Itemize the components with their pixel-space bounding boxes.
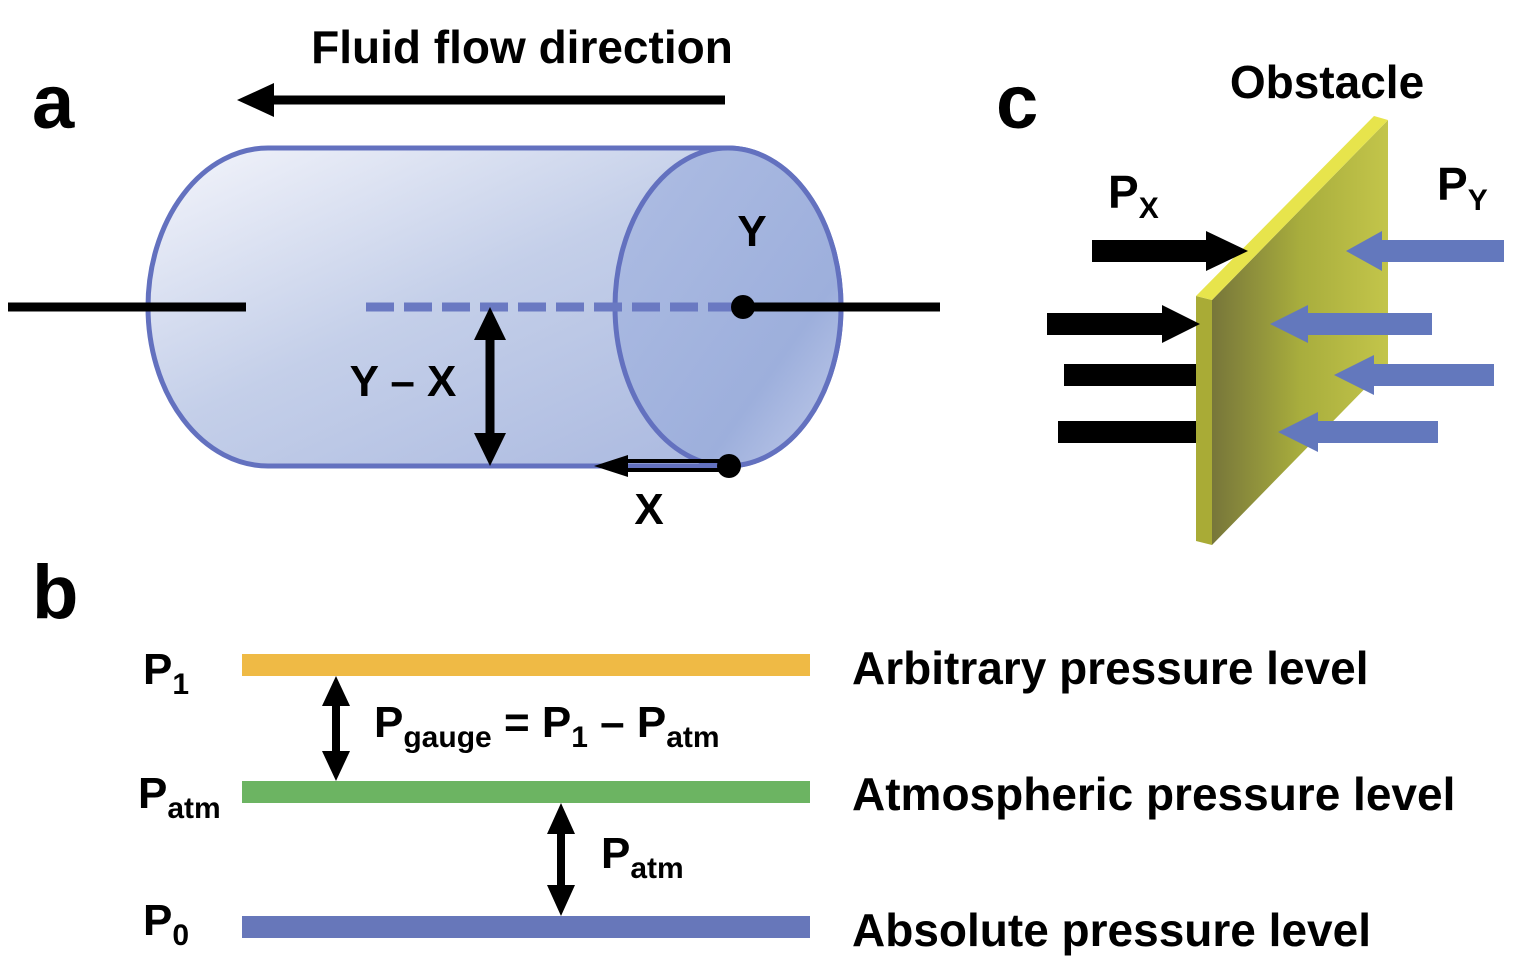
flow-direction-label: Fluid flow direction — [311, 21, 733, 73]
pressure-x-arrows — [1047, 231, 1248, 443]
panel-c: c Obstacle PX PY — [996, 56, 1504, 545]
patm-double-arrow — [547, 803, 575, 916]
point-y-dot — [731, 295, 755, 319]
p0-label: P0 — [143, 896, 189, 952]
panel-b: b P1 Patm P0 Arbitrary pressure level At… — [32, 550, 1455, 956]
panel-a: a Fluid flow direction Y X Y – X — [8, 21, 940, 534]
radius-arrow-x — [594, 455, 722, 477]
px-label: PX — [1108, 166, 1159, 225]
flow-direction-arrow — [237, 83, 725, 117]
point-x-dot — [717, 454, 741, 478]
panel-label-c: c — [996, 60, 1038, 145]
difference-double-arrow — [474, 307, 506, 466]
py-label: PY — [1437, 158, 1488, 217]
gauge-double-arrow — [322, 676, 350, 781]
p1-label: P1 — [143, 645, 189, 701]
px-arrow — [1064, 364, 1196, 386]
arbitrary-pressure-bar — [242, 654, 810, 676]
difference-label: Y – X — [350, 357, 457, 406]
py-arrow — [1346, 231, 1504, 271]
obstacle-label: Obstacle — [1230, 56, 1424, 108]
arbitrary-pressure-label: Arbitrary pressure level — [852, 642, 1369, 694]
point-x-label: X — [634, 485, 663, 534]
py-arrow — [1270, 305, 1432, 343]
point-y-label: Y — [737, 207, 766, 256]
px-arrow — [1058, 421, 1196, 443]
py-arrow — [1334, 355, 1494, 395]
patm-arrow-label: Patm — [601, 829, 684, 885]
gauge-equation: Pgauge = P1 – Patm — [374, 698, 720, 754]
panel-label-a: a — [32, 60, 75, 145]
py-arrow — [1278, 412, 1438, 452]
panel-label-b: b — [32, 550, 78, 635]
absolute-pressure-label: Absolute pressure level — [852, 904, 1371, 956]
px-arrow — [1047, 305, 1200, 343]
absolute-pressure-bar — [242, 916, 810, 938]
atmospheric-pressure-bar — [242, 781, 810, 803]
px-arrow — [1092, 231, 1248, 271]
atmospheric-pressure-label: Atmospheric pressure level — [852, 768, 1455, 820]
patm-label: Patm — [138, 769, 221, 825]
pressure-y-arrows — [1270, 231, 1504, 452]
